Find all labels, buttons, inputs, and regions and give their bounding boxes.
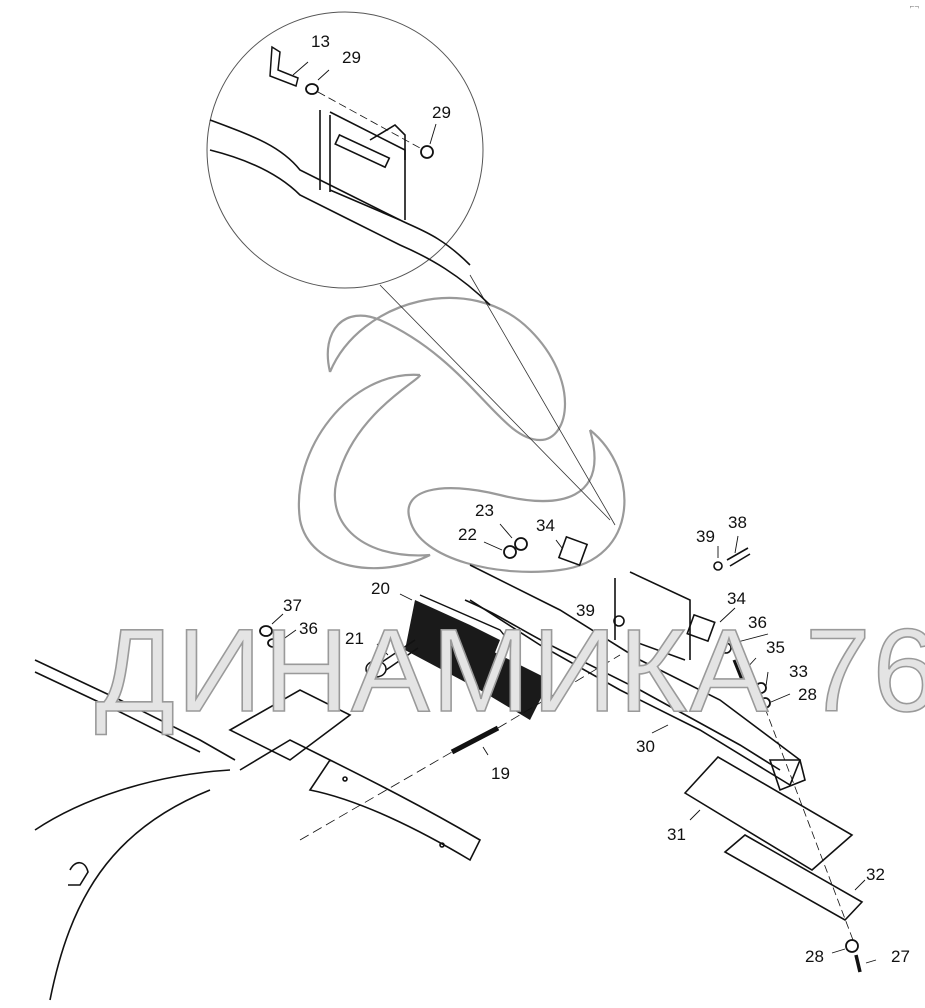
callout-35: 35 bbox=[766, 638, 785, 657]
callout-28: 28 bbox=[798, 685, 817, 704]
callout-22: 22 bbox=[458, 525, 477, 544]
step-pad-20 bbox=[405, 594, 550, 720]
nut-33 bbox=[755, 682, 767, 694]
bushing-39b bbox=[613, 615, 625, 627]
callout-34: 34 bbox=[536, 516, 555, 535]
spring-19 bbox=[299, 654, 621, 841]
bolt-27 bbox=[854, 954, 862, 973]
detail-frame-rail bbox=[209, 110, 491, 306]
washer-29a bbox=[305, 83, 319, 95]
callout-34: 34 bbox=[727, 589, 746, 608]
pin-13 bbox=[269, 45, 299, 88]
callout-19: 19 bbox=[491, 764, 510, 783]
washer-36a bbox=[267, 638, 279, 648]
callout-29: 29 bbox=[342, 48, 361, 67]
callout-27: 27 bbox=[891, 947, 910, 966]
frame-left bbox=[34, 659, 236, 1001]
callout-20: 20 bbox=[371, 579, 390, 598]
callout-30: 30 bbox=[636, 737, 655, 756]
bolt-38 bbox=[726, 547, 751, 567]
washer-36b bbox=[720, 642, 732, 654]
bushing-34b bbox=[686, 613, 716, 643]
callout-31: 31 bbox=[667, 825, 686, 844]
callout-13: 13 bbox=[311, 32, 330, 51]
callout-28: 28 bbox=[805, 947, 824, 966]
nut-23 bbox=[514, 537, 528, 551]
bushing-34a bbox=[557, 535, 589, 567]
callout-29: 29 bbox=[432, 103, 451, 122]
nut-37 bbox=[259, 625, 273, 637]
callout-39: 39 bbox=[696, 527, 715, 546]
bracket-30 bbox=[464, 564, 806, 792]
callout-32: 32 bbox=[866, 865, 885, 884]
washer-28b bbox=[845, 939, 859, 953]
detail-view-circle bbox=[206, 11, 484, 289]
step-plate-left bbox=[228, 689, 482, 862]
watermark-logo bbox=[297, 296, 626, 573]
callout-38: 38 bbox=[728, 513, 747, 532]
plate-31 bbox=[683, 755, 854, 871]
washer-22 bbox=[503, 545, 517, 559]
callout-23: 23 bbox=[475, 501, 494, 520]
bolt-21 bbox=[365, 639, 419, 678]
callout-39: 39 bbox=[576, 601, 595, 620]
corner-mark: ⌐¬ bbox=[909, 2, 919, 11]
watermark-text: ДИНАМИКА 76 bbox=[94, 605, 925, 737]
washer-39a bbox=[713, 561, 723, 571]
callout-33: 33 bbox=[789, 662, 808, 681]
bolt-35 bbox=[732, 659, 744, 681]
callout-37: 37 bbox=[283, 596, 302, 615]
callout-36: 36 bbox=[299, 619, 318, 638]
callout-21: 21 bbox=[345, 629, 364, 648]
plate-32 bbox=[723, 834, 864, 922]
callout-36: 36 bbox=[748, 613, 767, 632]
washer-29b bbox=[420, 145, 434, 159]
